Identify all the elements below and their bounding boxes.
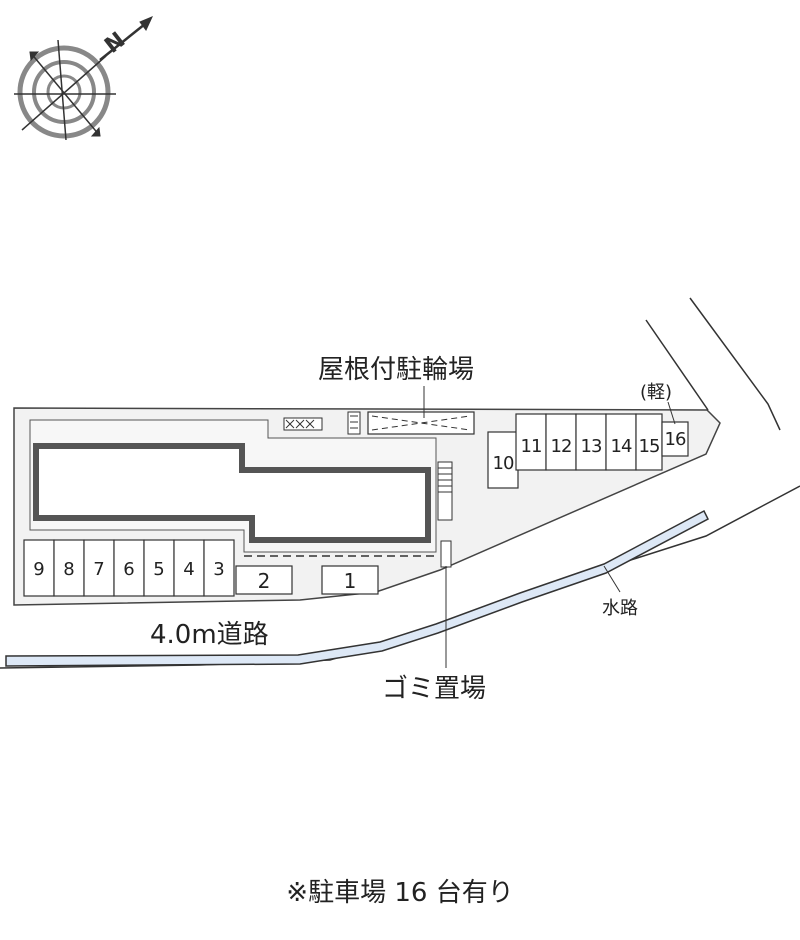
- parking-number: 11: [521, 436, 542, 457]
- garbage-label: ゴミ置場: [382, 674, 486, 704]
- leader-line: [603, 565, 621, 593]
- parking-number: 12: [551, 436, 572, 457]
- parking-number: 7: [93, 559, 104, 580]
- parking-space: [203, 539, 235, 597]
- parking-number: 10: [493, 453, 514, 474]
- parking-space: [83, 539, 115, 597]
- parking-number: 15: [639, 436, 660, 457]
- road-label: 4.0m道路: [150, 620, 269, 650]
- compass-rose-icon: [14, 16, 153, 141]
- parking-space: [661, 421, 689, 457]
- parking-space: [143, 539, 175, 597]
- kei-car-label: (軽): [640, 382, 672, 403]
- parking-space: [635, 413, 663, 471]
- parking-space: [235, 565, 293, 595]
- parking-count-note: ※駐車場 16 台有り: [286, 878, 513, 908]
- parking-number: 3: [213, 559, 224, 580]
- boundary-line: [645, 319, 709, 411]
- parking-number: 4: [183, 559, 194, 580]
- utility-meters: [283, 411, 361, 435]
- parking-number: 13: [581, 436, 602, 457]
- parking-space: [113, 539, 145, 597]
- boundary-line: [689, 297, 781, 431]
- parking-number: 8: [63, 559, 74, 580]
- parking-number: 9: [33, 559, 44, 580]
- parking-number: 5: [153, 559, 164, 580]
- parking-number: 1: [344, 569, 357, 593]
- building: [33, 443, 431, 543]
- stairs: [437, 461, 453, 521]
- parking-number: 16: [665, 429, 686, 450]
- parking-number: 2: [258, 569, 271, 593]
- parking-number: 6: [123, 559, 134, 580]
- parking-space: [173, 539, 205, 597]
- waterway-label: 水路: [602, 598, 638, 619]
- parking-space: [321, 565, 379, 595]
- parking-space: [575, 413, 607, 471]
- waterway: [5, 509, 709, 667]
- compass-north-label: N: [100, 28, 130, 59]
- bicycle-parking: [367, 411, 475, 435]
- parking-row-right: [515, 413, 689, 471]
- parking-space: [515, 413, 547, 471]
- bicycle-parking-label: 屋根付駐輪場: [318, 355, 474, 385]
- parking-space: [53, 539, 85, 597]
- leader-line: [667, 401, 676, 425]
- parking-row-left: [23, 539, 235, 597]
- garbage-area: [440, 540, 452, 568]
- parking-space: [487, 431, 519, 489]
- parking-space: [605, 413, 637, 471]
- parking-number: 14: [611, 436, 632, 457]
